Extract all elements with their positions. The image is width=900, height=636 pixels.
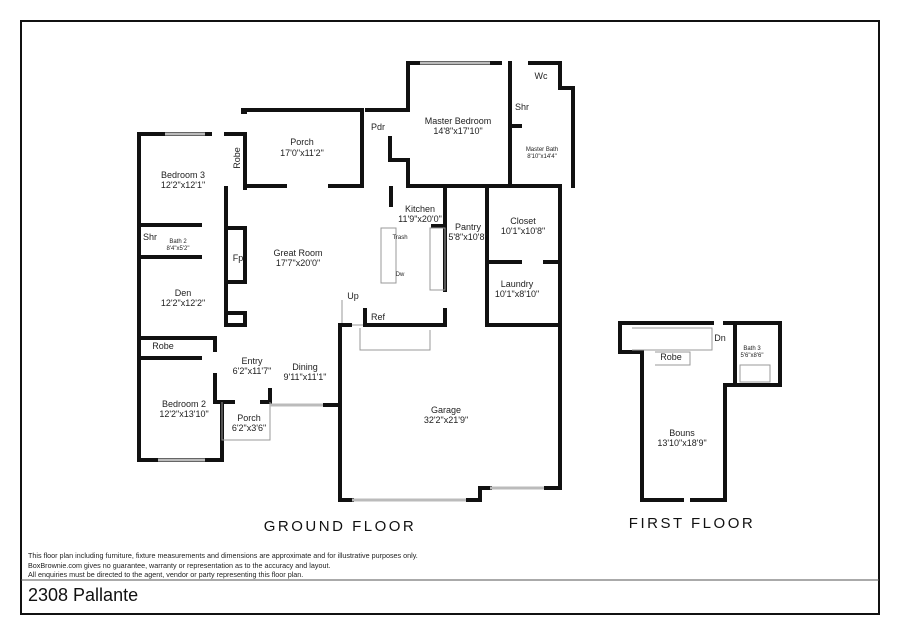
room-bedroom2-name: Bedroom 2 [162, 399, 206, 409]
room-great-room-size: 17'7"x20'0" [276, 258, 320, 268]
room-robe2-name: Robe [152, 341, 174, 351]
stairs-down-label: Dn [714, 333, 726, 343]
room-den-name: Den [175, 288, 192, 298]
room-master-bath-size: 8'10"x14'4" [527, 154, 557, 160]
ground-floor-plan [137, 61, 575, 502]
room-bonus-size: 13'10"x18'9" [657, 438, 706, 448]
room-robe3-name: Robe [232, 147, 242, 169]
first-floor-plan [618, 321, 782, 502]
room-bonus-name: Bouns [669, 428, 695, 438]
room-shr2-name: Shr [143, 232, 157, 242]
disclaimer-line: BoxBrownie.com gives no guarantee, warra… [28, 560, 331, 570]
first-floor-title: FIRST FLOOR [629, 515, 755, 532]
room-master-bedroom-size: 14'8"x17'10" [433, 126, 482, 136]
fridge-label: Ref [371, 312, 386, 322]
room-entry-size: 6'2"x11'7" [233, 366, 272, 376]
room-bath3-name: Bath 3 [743, 346, 761, 352]
room-porch-front-size: 6'2"x3'6" [232, 423, 266, 433]
room-great-room-name: Great Room [273, 248, 322, 258]
frame-border [20, 20, 880, 615]
stairs-up-label: Up [347, 291, 359, 301]
room-garage-name: Garage [431, 405, 461, 415]
room-master-bedroom-name: Master Bedroom [425, 116, 492, 126]
disclaimer-line: All enquiries must be directed to the ag… [28, 570, 304, 579]
room-laundry-name: Laundry [501, 279, 534, 289]
room-laundry-size: 10'1"x8'10" [495, 289, 539, 299]
room-shr-master-name: Shr [515, 102, 529, 112]
disclaimer-line: This floor plan including furniture, fix… [28, 551, 418, 560]
room-closet-size: 10'1"x10'8" [501, 226, 545, 236]
room-pantry-size: 5'8"x10'8" [448, 232, 487, 242]
room-robe-bonus-name: Robe [660, 352, 682, 362]
room-fp-name: Fp [233, 253, 244, 263]
room-dining-size: 9'11"x11'1" [283, 372, 326, 382]
room-bath2-size: 8'4"x5'2" [167, 246, 190, 252]
room-pantry-name: Pantry [455, 222, 482, 232]
room-porch-back-name: Porch [290, 137, 314, 147]
dishwasher-label: Dw [396, 272, 405, 278]
room-closet-name: Closet [510, 216, 536, 226]
room-bath3-size: 5'6"x8'6" [741, 353, 764, 359]
room-entry-name: Entry [241, 356, 263, 366]
room-bedroom3-name: Bedroom 3 [161, 170, 205, 180]
room-dining-name: Dining [292, 362, 318, 372]
room-bedroom2-size: 12'2"x13'10" [159, 409, 208, 419]
property-title: 2308 Pallante [28, 585, 139, 605]
room-kitchen-size: 11'9"x20'0" [398, 214, 442, 224]
disclaimer: This floor plan including furniture, fix… [28, 551, 418, 580]
trash-label: Trash [392, 235, 407, 241]
room-master-bath-name: Master Bath [526, 147, 558, 153]
room-pdr-name: Pdr [371, 122, 385, 132]
room-wc-name: Wc [535, 71, 548, 81]
room-porch-front-name: Porch [237, 413, 261, 423]
room-bedroom3-size: 12'2"x12'1" [161, 180, 205, 190]
room-den-size: 12'2"x12'2" [161, 298, 205, 308]
room-porch-back-size: 17'0"x11'2" [280, 148, 324, 158]
ground-floor-title: GROUND FLOOR [264, 518, 417, 535]
room-kitchen-name: Kitchen [405, 204, 435, 214]
room-garage-size: 32'2"x21'9" [424, 415, 468, 425]
room-bath2-name: Bath 2 [169, 239, 187, 245]
